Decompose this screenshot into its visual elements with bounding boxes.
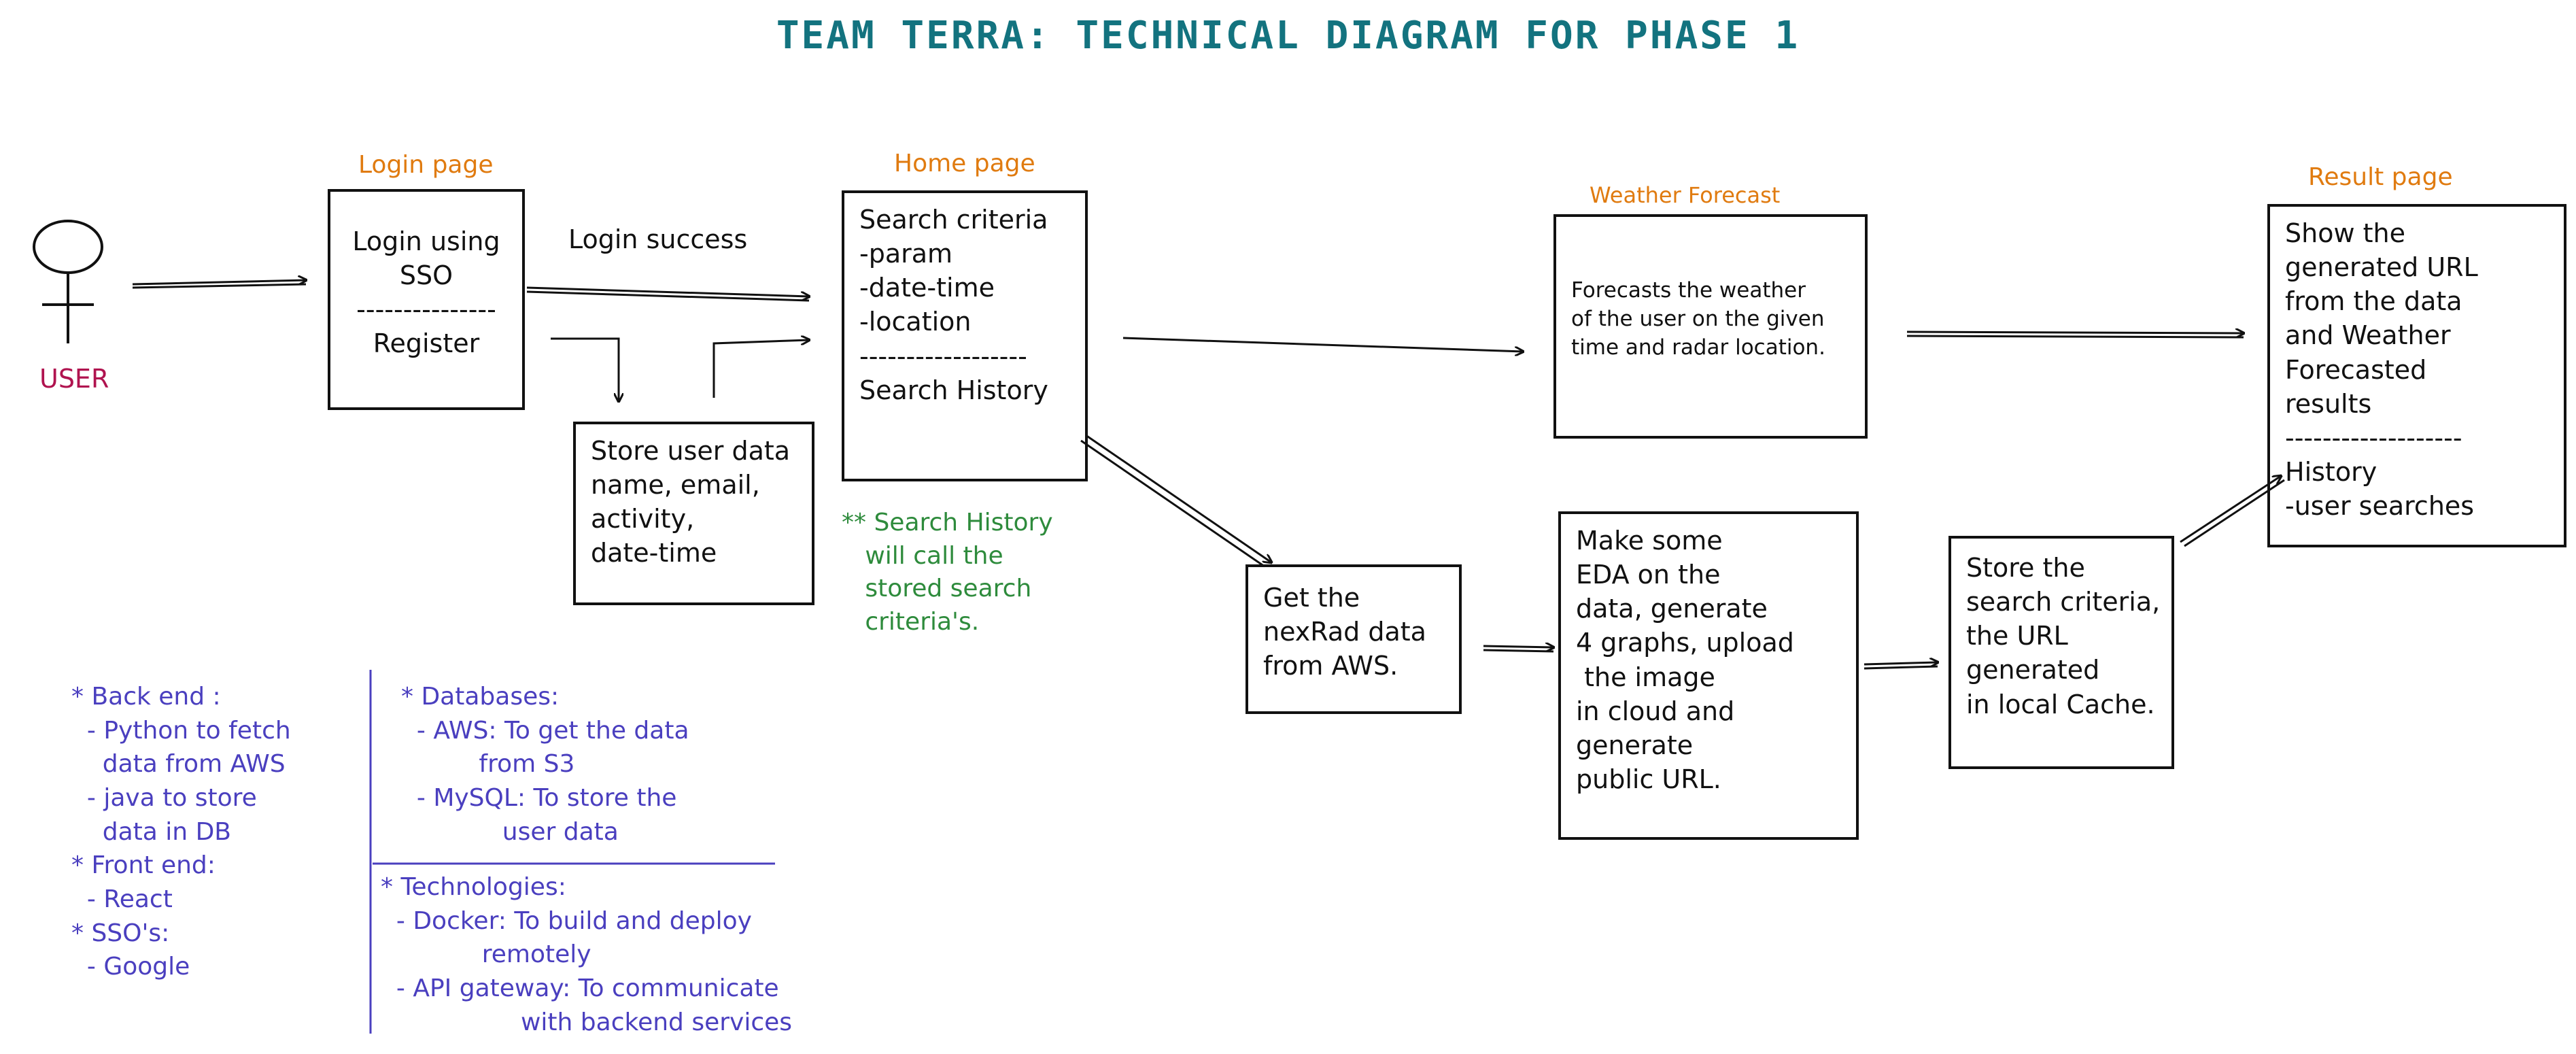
home-line: -param [859, 239, 953, 269]
login-page-box: Login using SSO --------------- Register [328, 189, 525, 410]
result-history-line: History [2285, 457, 2377, 488]
cache-line: in local Cache. [1966, 689, 2155, 719]
arrow-eda-to-cache [1864, 662, 1938, 670]
weather-forecast-box: Forecasts the weather of the user on the… [1553, 214, 1868, 439]
notes-separators [369, 670, 775, 1034]
technologies-notes: * Technologies: - Docker: To build and d… [381, 873, 793, 1036]
store-user-data-box: Store user data name, email, activity, d… [573, 422, 814, 605]
login-success-label: Login success [568, 224, 748, 254]
cache-line: Store the [1966, 553, 2085, 583]
home-line: -location [859, 307, 972, 337]
result-line: Show the [2285, 218, 2405, 248]
weather-forecast-heading: Weather Forecast [1590, 182, 1781, 208]
arrow-weather-to-result [1906, 332, 2244, 339]
result-history-line: -user searches [2285, 491, 2475, 522]
result-line: generated URL [2285, 252, 2478, 283]
login-line-2: SSO [399, 260, 453, 291]
result-line: from the data [2285, 286, 2462, 317]
weather-line: of the user on the given [1571, 306, 1825, 331]
home-line: -date-time [859, 273, 995, 303]
eda-line: generate [1576, 730, 1694, 760]
eda-line: Make some [1576, 526, 1723, 556]
user-label: USER [39, 364, 109, 394]
eda-line: data, generate [1576, 594, 1768, 624]
result-page-heading: Result page [2308, 163, 2453, 191]
store-user-line: activity, [591, 504, 695, 534]
result-line: and Weather [2285, 320, 2451, 351]
cache-line: generated [1966, 655, 2100, 685]
result-line: Forecasted [2285, 354, 2427, 385]
home-search-history: Search History [859, 375, 1048, 405]
eda-line: in cloud and [1576, 696, 1735, 726]
login-register: Register [373, 328, 480, 359]
arrow-home-to-weather [1122, 337, 1523, 352]
eda-line: the image [1576, 662, 1715, 692]
login-divider: --------------- [356, 294, 496, 325]
user-stick-figure-icon [33, 220, 103, 343]
login-page-heading: Login page [358, 151, 494, 179]
arrow-login-to-store-user [551, 337, 619, 401]
local-cache-box: Store the search criteria, the URL gener… [1948, 536, 2174, 769]
home-page-heading: Home page [894, 150, 1035, 177]
store-user-line: date-time [591, 538, 717, 568]
diagram-title: TEAM TERRA: TECHNICAL DIAGRAM FOR PHASE … [776, 14, 1800, 58]
eda-line: 4 graphs, upload [1576, 628, 1794, 658]
result-page-box: Show the generated URL from the data and… [2267, 204, 2566, 547]
stack-notes-left: * Back end : - Python to fetch data from… [71, 683, 291, 981]
home-page-box: Search criteria -param -date-time -locat… [842, 190, 1088, 481]
nexrad-data-box: Get the nexRad data from AWS. [1246, 564, 1462, 714]
login-line-1: Login using [352, 226, 500, 256]
nexrad-line: Get the [1263, 583, 1360, 613]
home-divider: ------------------ [859, 341, 1027, 371]
cache-line: search criteria, [1966, 587, 2161, 617]
nexrad-line: nexRad data [1263, 617, 1426, 647]
arrow-store-user-to-home [712, 340, 809, 398]
arrow-user-to-login [132, 280, 306, 289]
arrow-nexrad-to-eda [1483, 646, 1553, 653]
arrow-home-to-nexrad [1080, 434, 1271, 568]
weather-line: Forecasts the weather [1571, 278, 1806, 303]
search-history-note: ** Search History will call the stored s… [842, 509, 1053, 636]
eda-line: EDA on the [1576, 560, 1721, 590]
databases-notes: * Databases: - AWS: To get the data from… [401, 683, 689, 846]
store-user-line: Store user data [591, 436, 791, 466]
weather-line: time and radar location. [1571, 335, 1825, 360]
eda-line: public URL. [1576, 764, 1721, 795]
result-divider: ------------------- [2285, 422, 2462, 453]
eda-box: Make some EDA on the data, generate 4 gr… [1558, 511, 1859, 840]
result-line: results [2285, 388, 2372, 419]
cache-line: the URL [1966, 621, 2068, 651]
store-user-line: name, email, [591, 470, 760, 500]
home-line: Search criteria [859, 205, 1048, 235]
arrow-login-to-home [526, 286, 809, 302]
nexrad-line: from AWS. [1263, 651, 1398, 681]
